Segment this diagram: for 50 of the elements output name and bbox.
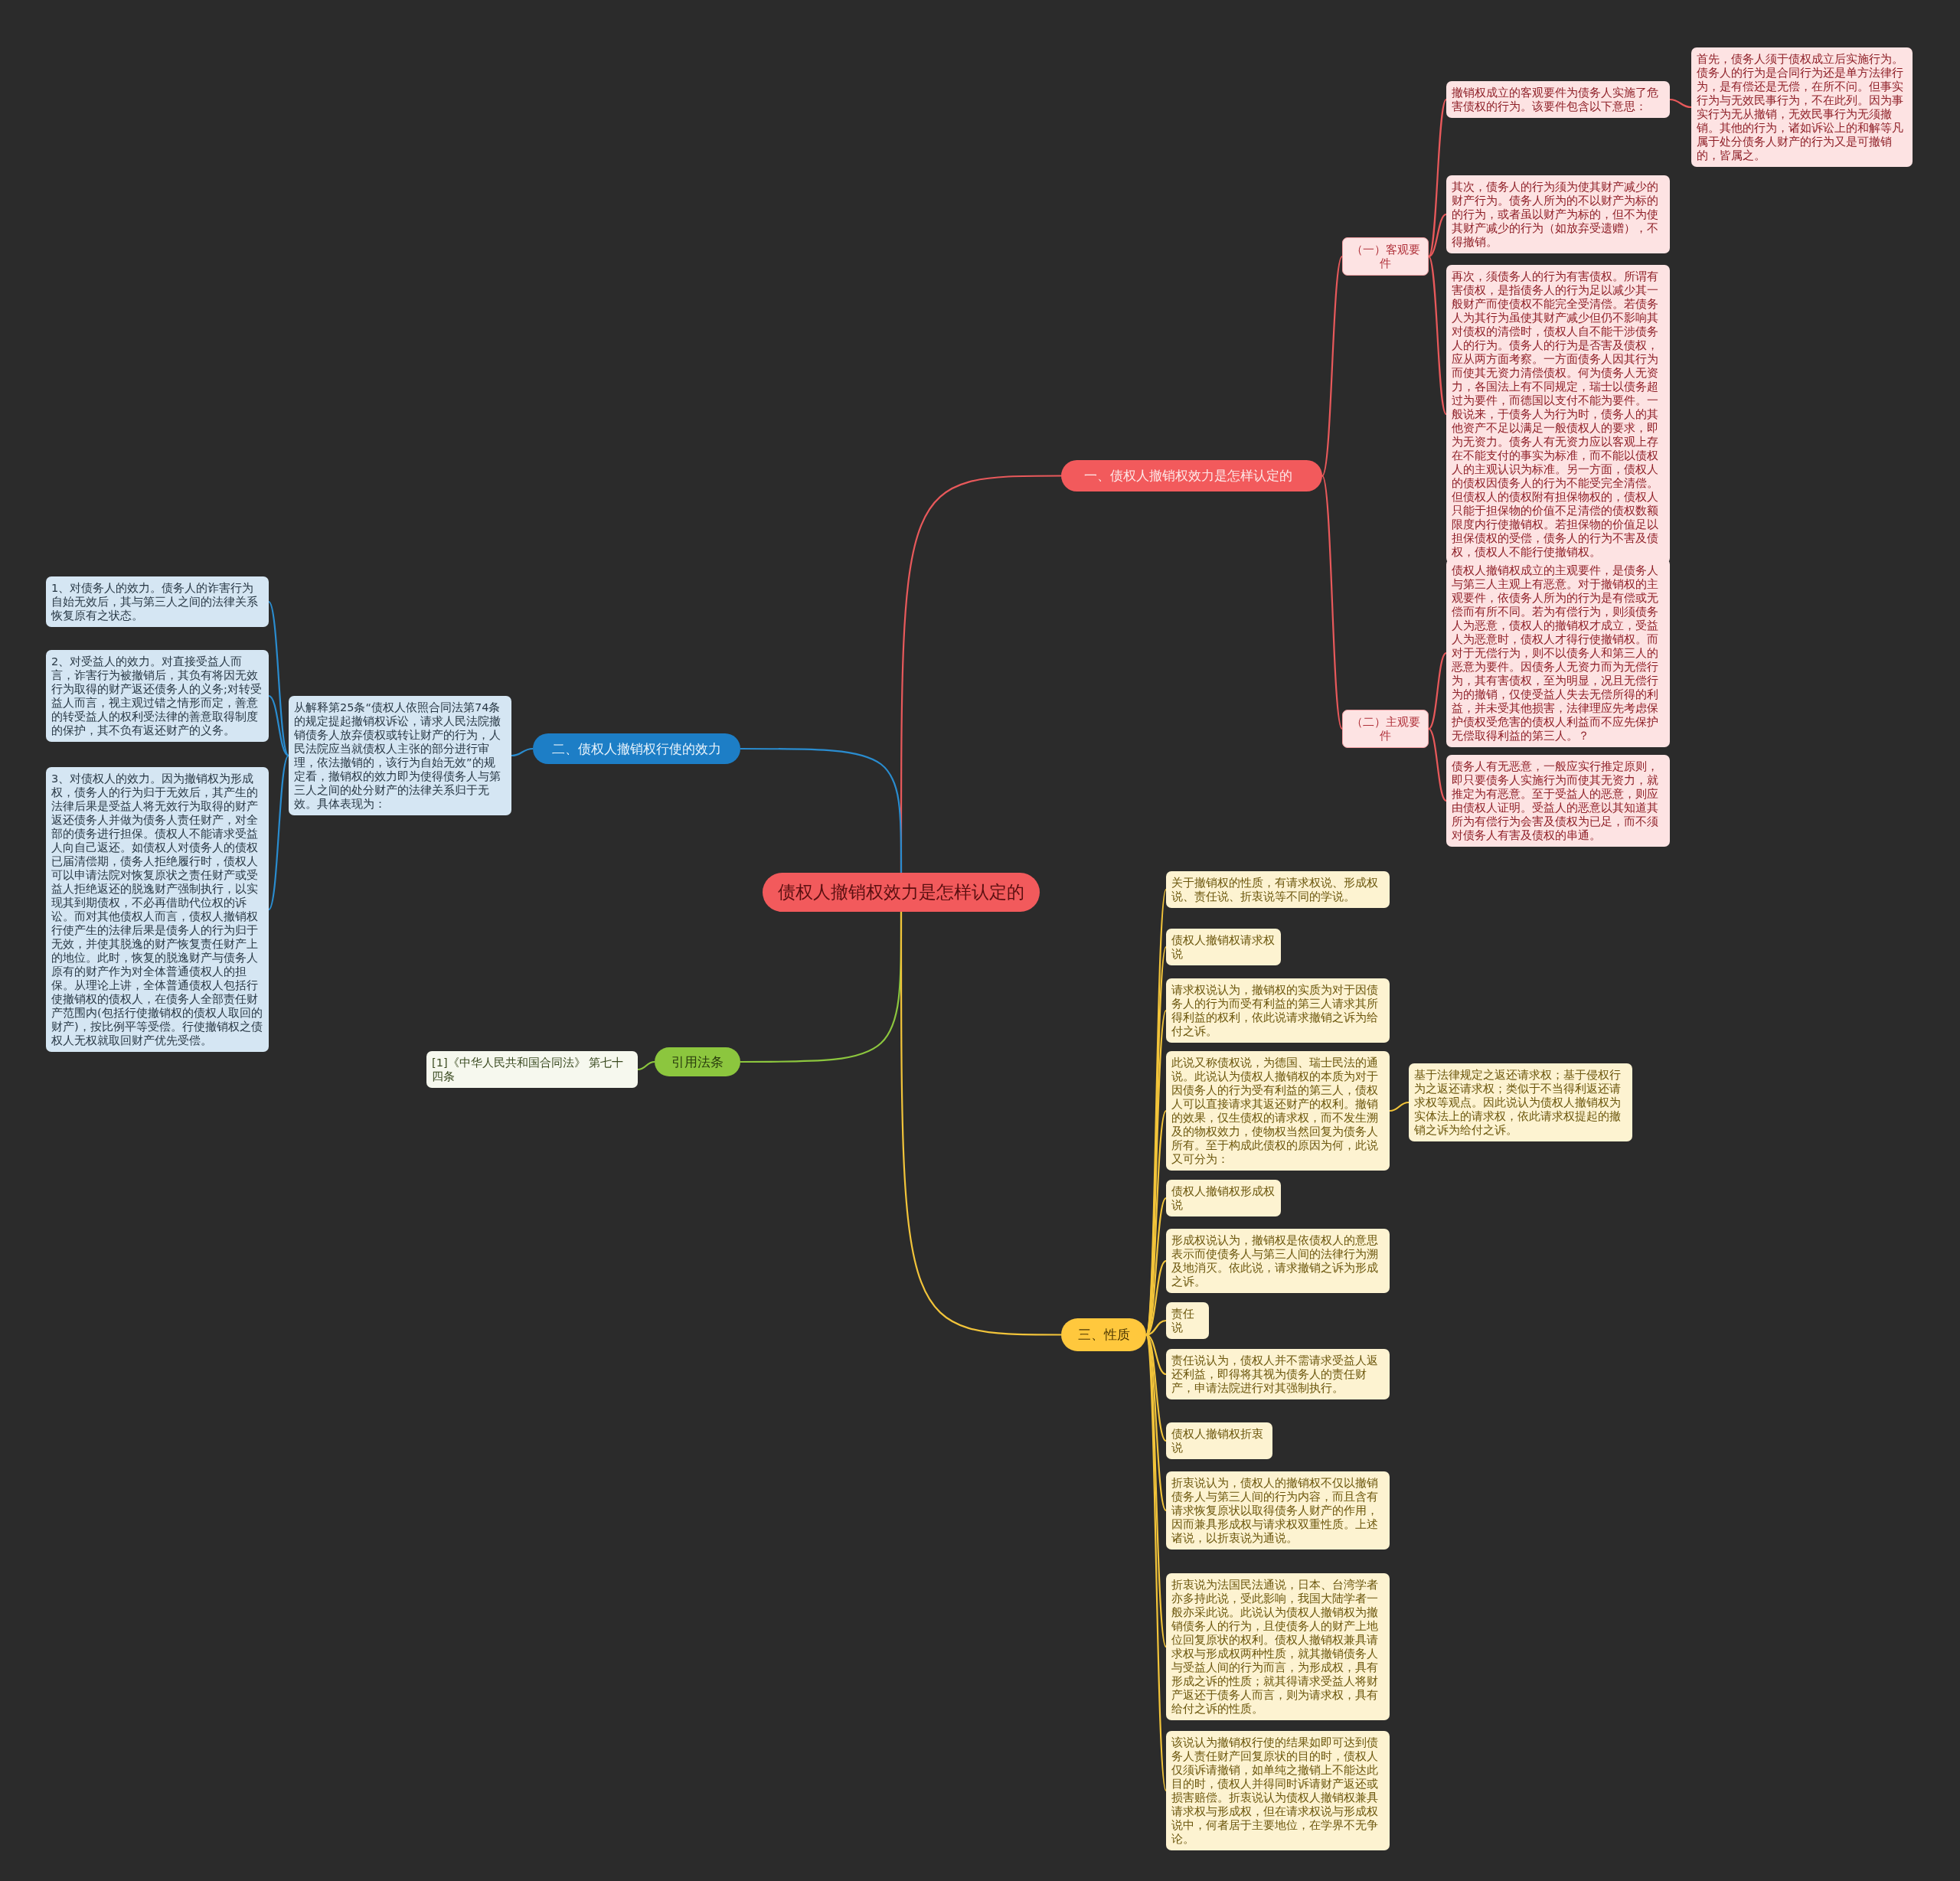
note-box: 关于撤销权的性质，有请求权说、形成权说、责任说、折衷说等不同的学说。 bbox=[1166, 871, 1390, 908]
connector-line bbox=[900, 912, 1061, 1336]
note-box: 债权人撤销权折衷说 bbox=[1166, 1422, 1272, 1459]
connector-line bbox=[1145, 1334, 1167, 1376]
connector-line bbox=[268, 695, 289, 756]
subtopic-box: （一）客观要件 bbox=[1342, 237, 1429, 276]
note-box: 债务人有无恶意，一般应实行推定原则，即只要债务人实施行为而使其无资力，就推定为有恶意。至于受益人的恶意，则应由债权人证明。受益人的恶意以其知道其所为有偿行为会害及债权为已足，而不须对债务人有害及债权的串通。 bbox=[1446, 755, 1670, 847]
branch-topic: 引用法条 bbox=[655, 1047, 740, 1076]
connector-line bbox=[1389, 1101, 1410, 1112]
branch-topic: 三、性质 bbox=[1061, 1318, 1146, 1351]
note-box: 首先，债务人须于债权成立后实施行为。债务人的行为是合同行为还是单方法律行为，是有偿还是无偿，在所不问。但事实行为与无效民事行为，不在此列。因为事实行为无从撤销，无效民事行为无须撤销。其他的行为，诸如诉讼上的和解等凡属于处分债务人财产的行为又是可撤销的，皆属之。 bbox=[1691, 47, 1913, 167]
connector-line bbox=[1321, 475, 1343, 730]
connector-line bbox=[740, 747, 903, 873]
connector-line bbox=[637, 1060, 655, 1071]
note-box: 3、对债权人的效力。因为撤销权为形成权，债务人的行为归于无效后，其产生的法律后果是受益人将无效行为取得的财产返还债务人并做为债务人责任财产，对全部的债务进行担保。债权人不能请求受益人向自己返还。如债权人对债务人的债权已届清偿期，债务人拒绝履行时，债权人可以申请法院对恢复原状之责任财产或受益人拒绝返还的脱逸财产强制执行，以实现其到期债权，不必再借助代位权的诉讼。而对其他债权人而言，债权人撤销权行使产生的法律后果是债务人的行为归于无效，并使其脱逸的财产恢复责任财产上的地位。此时，恢复的脱逸财产与债务人原有的财产作为对全体普通债权人的担保。从理论上讲，全体普通债权人包括行使撤销权的债权人，在债务人全部责任财产范围内(包括行使撤销权的债权人取回的财产)，按比例平等受偿。行使撤销权之债权人无权就取回财产优先受偿。 bbox=[46, 767, 269, 1052]
note-box: 责任说 bbox=[1166, 1302, 1209, 1339]
connector-line bbox=[1321, 256, 1343, 476]
connector-line bbox=[1428, 256, 1447, 415]
connector-line bbox=[268, 601, 289, 756]
note-box: 该说认为撤销权行使的结果如即可达到债务人责任财产回复原状的目的时，债权人仅须诉请撤销，如单纯之撤销上不能达此目的时，债权人并得同时诉请财产返还或损害赔偿。折衷说认为债权人撤销权兼具请求权与形成权，但在请求权说与形成权说中，何者居于主要地位，在学界不无争论。 bbox=[1166, 1731, 1390, 1850]
note-box: 形成权说认为，撤销权是依债权人的意思表示而使债务人与第三人间的法律行为溯及地消灭。依此说，请求撤销之诉为形成之诉。 bbox=[1166, 1229, 1390, 1293]
subtopic-box: （二）主观要件 bbox=[1342, 710, 1429, 748]
note-box: 债权人撤销权形成权说 bbox=[1166, 1180, 1281, 1216]
note-box: 债权人撤销权请求权说 bbox=[1166, 929, 1281, 965]
connector-line bbox=[1428, 652, 1447, 730]
connector-line bbox=[1145, 1319, 1167, 1336]
note-box: 折衷说为法国民法通说，日本、台湾学者亦多持此说，受此影响，我国大陆学者一般亦采此说。此说认为债权人撤销权为撤销债务人的行为，且使债务人的财产上地位回复原状的权利。债权人撤销权兼具请求权与形成权两种性质，就其撤销债务人与受益人间的行为而言，为形成权，具有形成之诉的性质；就其得请求受益人将财产返还于债务人而言，则为请求权，具有给付之诉的性质。 bbox=[1166, 1573, 1390, 1720]
note-box: 1、对债务人的效力。债务人的诈害行为自始无效后，其与第三人之间的法律关系恢复原有之状态。 bbox=[46, 576, 269, 627]
connector-line bbox=[511, 747, 534, 757]
note-box: 债权人撤销权成立的主观要件，是债务人与第三人主观上有恶意。对于撤销权的主观要件，依债务人所为的行为是有偿或无偿而有所不同。若为有偿行为，则须债务人为恶意，债权人的撤销权才成立，受益人为恶意时，债权人才得行使撤销权。而对于无偿行为，则不以债务人和第三人的恶意为要件。因债务人无资力而为无偿行为，其有害债权，至为明显，况且无偿行为的撤销，仅使受益人失去无偿所得的利益，并未受其他损害，法律理应先考虑保护债权受危害的债权人利益而不应先保护无偿取得利益的第三人。？ bbox=[1446, 559, 1670, 747]
note-box: 此说又称债权说，为德国、瑞士民法的通说。此说认为债权人撤销权的本质为对于因债务人的行为受有利益的第三人，债权人可以直接请求其返还财产的权利。撤销的效果，仅生债权的请求权，而不发生溯及的物权效力，使物权当然回复为债务人所有。至于构成此债权的原因为何，此说又可分为： bbox=[1166, 1051, 1390, 1171]
connector-line bbox=[1428, 99, 1447, 257]
note-box: 2、对受益人的效力。对直接受益人而言，诈害行为被撤销后，其负有将因无效行为取得的财产返还债务人的义务;对转受益人而言，视主观过错之情形而定，善意的转受益人的权利受法律的善意取得制度的保护，其不负有返还财产的义务。 bbox=[46, 650, 269, 742]
note-box: 从解释第25条“债权人依照合同法第74条的规定提起撤销权诉讼，请求人民法院撤销债务人放弃债权或转让财产的行为，人民法院应当就债权人主张的部分进行审理，依法撤销的，该行为自始无效”的规定看，撤销权的效力即为使得债务人与第三人之间的处分财产的法律关系归于无效。具体表现为： bbox=[289, 696, 511, 815]
note-box: 折衷说认为，债权人的撤销权不仅以撤销债务人与第三人间的行为内容，而且含有请求恢复原状以取得债务人财产的作用，因而兼具形成权与请求权双重性质。上述诸说，以折衷说为通说。 bbox=[1166, 1471, 1390, 1550]
note-box: 基于法律规定之返还请求权；基于侵权行为之返还请求权；类似于不当得利返还请求权等观点。因此说认为债权人撤销权为实体法上的请求权，依此请求权提起的撤销之诉为给付之诉。 bbox=[1409, 1063, 1632, 1141]
central-topic: 债权人撤销权效力是怎样认定的 bbox=[763, 873, 1040, 912]
connector-line bbox=[268, 755, 289, 910]
note-box: [1]《中华人民共和国合同法》 第七十四条 bbox=[426, 1051, 638, 1088]
connector-line bbox=[1145, 1334, 1168, 1791]
note-box: 请求权说认为，撤销权的实质为对于因债务人的行为而受有利益的第三人请求其所得利益的权利，依此说请求撤销之诉为给付之诉。 bbox=[1166, 978, 1390, 1043]
connector-line bbox=[1669, 98, 1692, 109]
note-box: 其次，债务人的行为须为使其财产减少的财产行为。债务人所为的不以财产为标的的行为，或者虽以财产为标的，但不为使其财产减少的行为（如放弃受遗赠），不得撤销。 bbox=[1446, 175, 1670, 253]
branch-topic: 一、债权人撤销权效力是怎样认定的 bbox=[1061, 460, 1322, 491]
note-box: 撤销权成立的客观要件为债务人实施了危害债权的行为。该要件包含以下意思： bbox=[1446, 81, 1670, 118]
connector-line bbox=[1428, 214, 1447, 257]
connector-line bbox=[1428, 728, 1447, 802]
note-box: 责任说认为，债权人并不需请求受益人返还利益，即得将其视为债务人的责任财产，申请法院进行对其强制执行。 bbox=[1166, 1349, 1390, 1399]
connector-line bbox=[1145, 1334, 1167, 1442]
branch-topic: 二、债权人撤销权行使的效力 bbox=[533, 733, 740, 764]
